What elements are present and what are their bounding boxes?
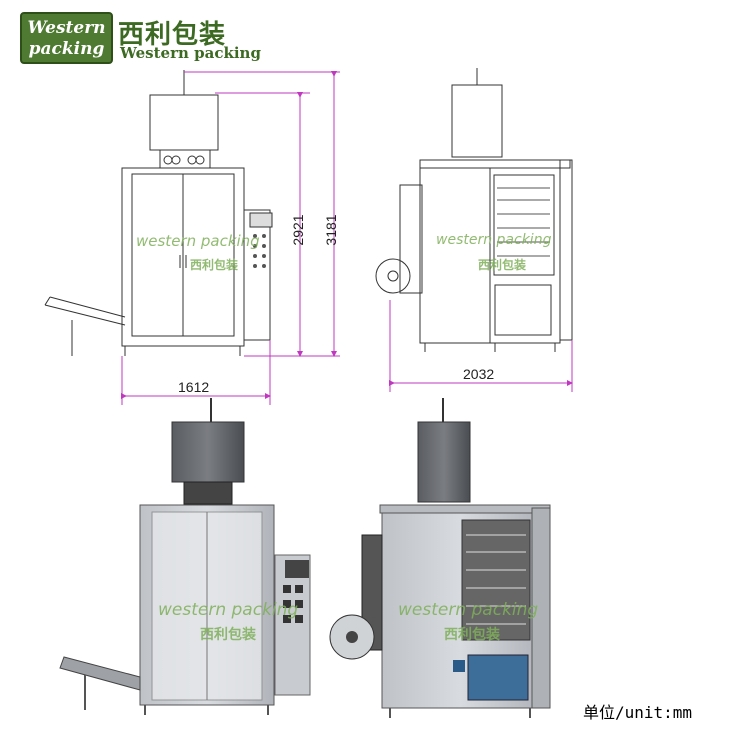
watermark-cn: 西利包装: [190, 258, 239, 272]
logo-box-line1: Western: [27, 18, 106, 38]
front-view-render: [59, 398, 311, 715]
watermark-cn: 西利包装: [478, 258, 527, 272]
front-body-height-label: 2921: [290, 214, 306, 246]
front-view-dimensions: [121, 71, 340, 405]
side-view-line-drawing: [375, 68, 573, 352]
side-width-label: 2032: [463, 366, 495, 382]
side-view-render: [329, 398, 551, 718]
unit-label: 单位/unit:mm: [583, 703, 693, 722]
watermark-en: western packing: [158, 600, 299, 620]
brand-name-en: Western packing: [120, 44, 261, 62]
watermark-en: western packing: [436, 232, 552, 248]
front-total-height-label: 3181: [323, 214, 339, 246]
brand-name-cn: 西利包装: [118, 20, 227, 50]
front-view-line-drawing: [44, 70, 273, 356]
front-width-label: 1612: [178, 379, 210, 395]
watermark-en: western packing: [398, 600, 539, 620]
watermark-cn: 西利包装: [444, 627, 500, 643]
watermark-en: western packing: [136, 232, 260, 250]
brand-logo-box: Western packing: [20, 12, 113, 64]
logo-box-line2: packing: [28, 39, 105, 59]
watermark-cn: 西利包装: [200, 627, 256, 643]
side-view-dimensions: [389, 300, 573, 392]
